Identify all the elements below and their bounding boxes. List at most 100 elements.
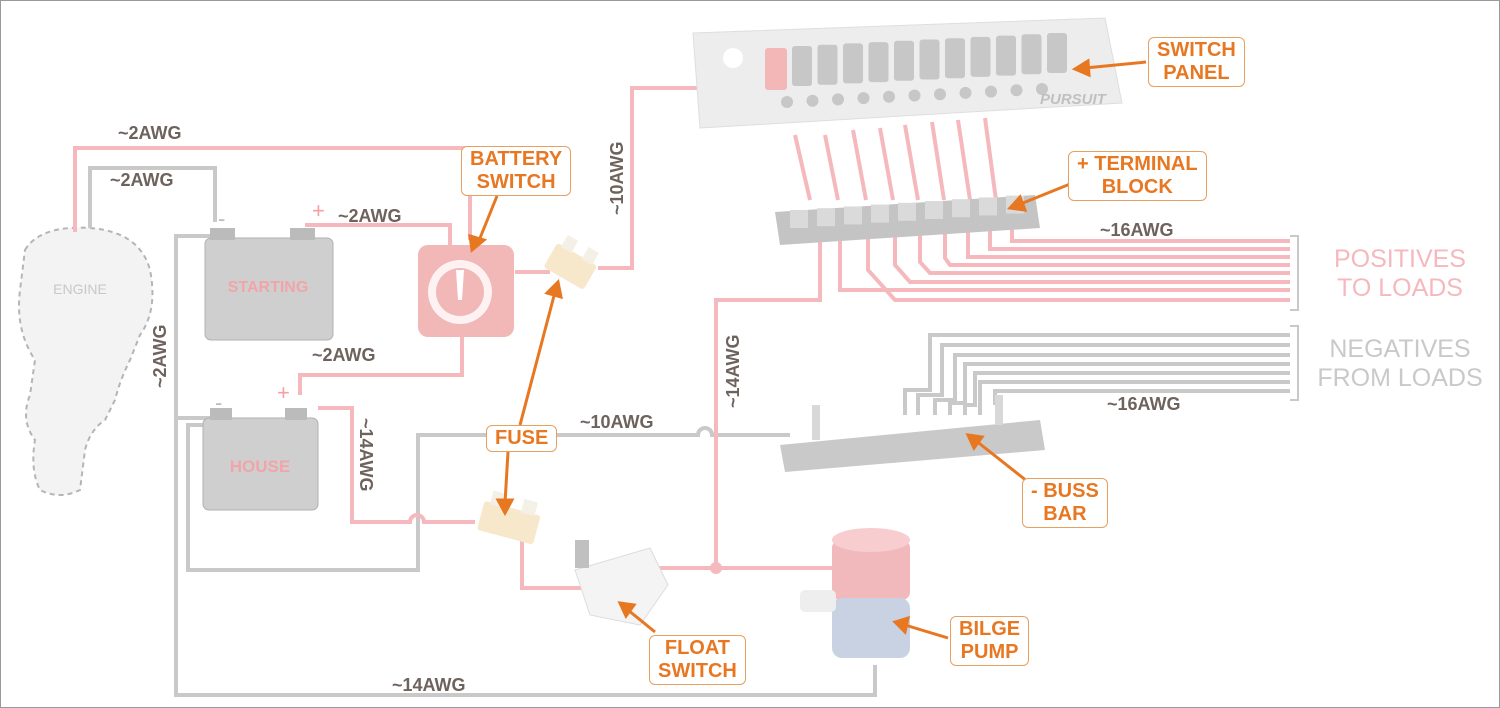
panel-lead-7 (956, 119, 972, 201)
wire-label-engine-pos: ~2AWG (118, 123, 182, 143)
group-text: TO LOADS (1337, 274, 1463, 302)
engine-outline (18, 226, 154, 496)
indicator-led (934, 88, 946, 101)
positive-3 (893, 225, 1290, 284)
indicator-led (959, 86, 972, 99)
indicator-led (781, 96, 793, 108)
panel-lead-8 (983, 117, 998, 201)
rocker-switch (792, 46, 812, 86)
callout-text: SWITCH (658, 660, 737, 682)
wire-label-house-fuse: ~14AWG (356, 418, 376, 492)
wire-label-negatives: ~16AWG (1107, 394, 1181, 414)
callout-text: BILGE (959, 618, 1021, 640)
wire-label-pump-feed: ~14AWG (723, 334, 743, 408)
junction-node (710, 562, 722, 574)
callout-text: + TERMINAL (1077, 153, 1198, 175)
rocker-switch (1021, 34, 1042, 75)
load-neg-3 (933, 353, 1290, 415)
load-neg-6 (978, 380, 1290, 415)
positive-2 (866, 230, 1290, 302)
terminal-screw (817, 208, 835, 227)
positive-1 (838, 230, 1290, 292)
negative-wires (88, 166, 1290, 697)
group-text: FROM LOADS (1317, 364, 1483, 392)
negatives-bracket (1290, 325, 1299, 401)
positive-7 (988, 225, 1290, 251)
house-battery: HOUSE (202, 408, 319, 511)
indicator-led (806, 94, 819, 107)
rocker-switch (996, 35, 1016, 76)
switch-to-house-wire (298, 335, 464, 395)
house-loop-wire (186, 423, 790, 572)
wire-label-main-neg: ~10AWG (580, 412, 654, 432)
callout-arrows (468, 58, 1147, 640)
engine-label: ENGINE (53, 281, 107, 297)
terminal-screw (979, 197, 997, 216)
indicator-led (883, 90, 895, 103)
switch-panel: PURSUIT (692, 17, 1123, 129)
wire-label-left-neg: ~2AWG (150, 324, 170, 388)
indicator-led (908, 89, 921, 102)
pump-feed-wire (714, 225, 822, 568)
callout-text: BATTERY (470, 148, 563, 170)
callout-text: SWITCH (476, 171, 556, 193)
wire-label-positives: ~16AWG (1100, 220, 1174, 240)
starting-battery: STARTING (204, 228, 334, 341)
indicator-led (985, 85, 997, 98)
house-label: HOUSE (230, 457, 290, 476)
starting-plus: + (312, 198, 325, 223)
rocker-switch (868, 42, 889, 83)
terminal-block (775, 195, 1040, 245)
starting-label: STARTING (228, 279, 309, 296)
wire-label-engine-neg: ~2AWG (110, 170, 174, 190)
battery-switch (418, 245, 514, 337)
rocker-switch (919, 39, 940, 80)
panel-lead-3 (851, 129, 868, 201)
panel-lead-4 (878, 127, 895, 201)
callout-text: SWITCH (1157, 39, 1236, 61)
rocker-switch (843, 43, 863, 84)
indicator-led (1036, 83, 1048, 95)
terminal-screw (871, 204, 889, 223)
starting-pos-wire (305, 223, 452, 245)
callout-text: PANEL (1163, 62, 1230, 84)
positive-8 (1010, 225, 1290, 243)
house-plus: + (277, 380, 290, 405)
indicator-led (1010, 84, 1023, 97)
panel-brand: PURSUIT (1040, 91, 1108, 108)
terminal-screw (790, 210, 808, 228)
rocker-switch (970, 36, 991, 77)
callout-text: BAR (1043, 503, 1087, 525)
terminal-screw (898, 202, 916, 221)
group-text: NEGATIVES (1329, 335, 1471, 363)
wire-label-panel-feed: ~10AWG (607, 141, 627, 215)
wire-label-house-feed: ~2AWG (312, 345, 376, 365)
indicator-led (832, 93, 844, 106)
group-text: POSITIVES (1334, 245, 1466, 273)
callout-text: BLOCK (1101, 176, 1173, 198)
rocker-switch (817, 44, 838, 85)
buss-bar (780, 395, 1045, 472)
rocker-switch (945, 38, 965, 79)
panel-lead-5 (903, 124, 920, 201)
panel-lead-1 (793, 134, 812, 201)
panel-fuse (544, 234, 599, 289)
rocker-switch (894, 40, 914, 81)
house-fuse-wire (318, 406, 475, 524)
callout-text: PUMP (960, 641, 1019, 663)
starting-minus: - (218, 206, 225, 231)
wire-label-bottom-neg: ~14AWG (392, 675, 466, 695)
load-neg-2 (916, 343, 1290, 415)
callout-text: - BUSS (1031, 480, 1099, 502)
wire-label-starting-pos: ~2AWG (338, 206, 402, 226)
callout-text: FUSE (495, 427, 549, 449)
